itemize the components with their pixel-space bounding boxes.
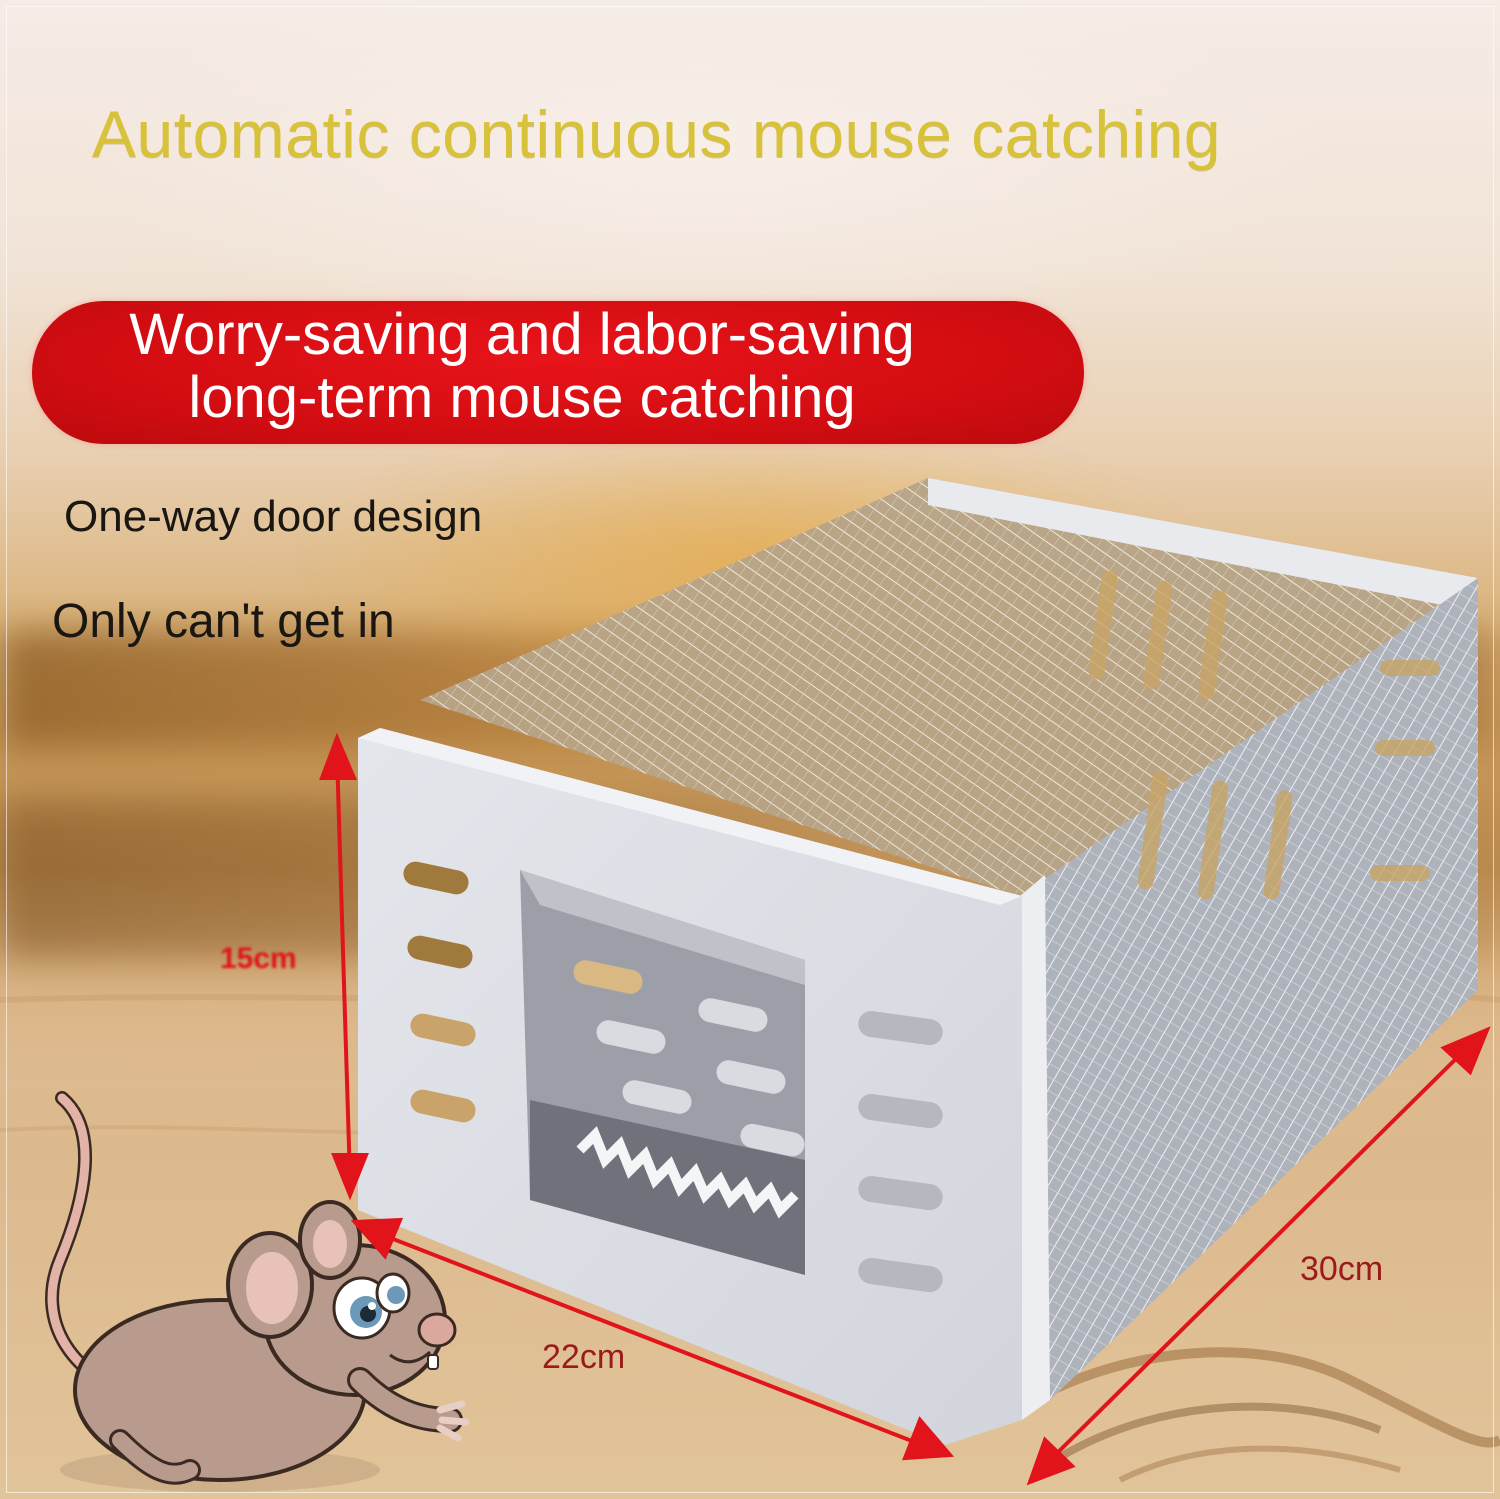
headline: Automatic continuous mouse catching — [92, 97, 1222, 171]
height-arrow-bottom — [331, 1153, 369, 1201]
front-vents-left — [403, 861, 476, 1123]
width-arrow-right — [901, 1416, 955, 1461]
width-arrow-line — [369, 1228, 936, 1452]
back-frame — [928, 478, 1478, 612]
height-dimension-label: 15cm — [220, 942, 297, 975]
inner-vents — [573, 960, 805, 1157]
length-arrow-top — [1440, 1026, 1491, 1076]
benefit-banner: Worry-saving and labor-saving long-term … — [32, 301, 1084, 444]
length-arrow-bottom — [1026, 1436, 1076, 1486]
feature-only-in: Only can't get in — [52, 595, 395, 648]
length-arrow-line — [1038, 1038, 1477, 1472]
banner-line-1: Worry-saving and labor-saving — [129, 302, 915, 367]
banner-line-2: long-term mouse catching — [188, 365, 856, 430]
side-mesh — [1020, 578, 1478, 1400]
feature-one-way-door: One-way door design — [64, 492, 483, 541]
door-teeth — [576, 1126, 799, 1219]
width-dimension-label: 22cm — [542, 1338, 626, 1376]
front-panel-edge — [1020, 875, 1050, 1420]
height-arrow-top — [319, 732, 358, 780]
front-vents-right — [858, 1010, 943, 1293]
top-mesh — [420, 478, 1478, 896]
width-arrow-left — [350, 1217, 404, 1260]
height-arrow-line — [335, 754, 352, 1181]
length-dimension-label: 30cm — [1300, 1250, 1384, 1288]
